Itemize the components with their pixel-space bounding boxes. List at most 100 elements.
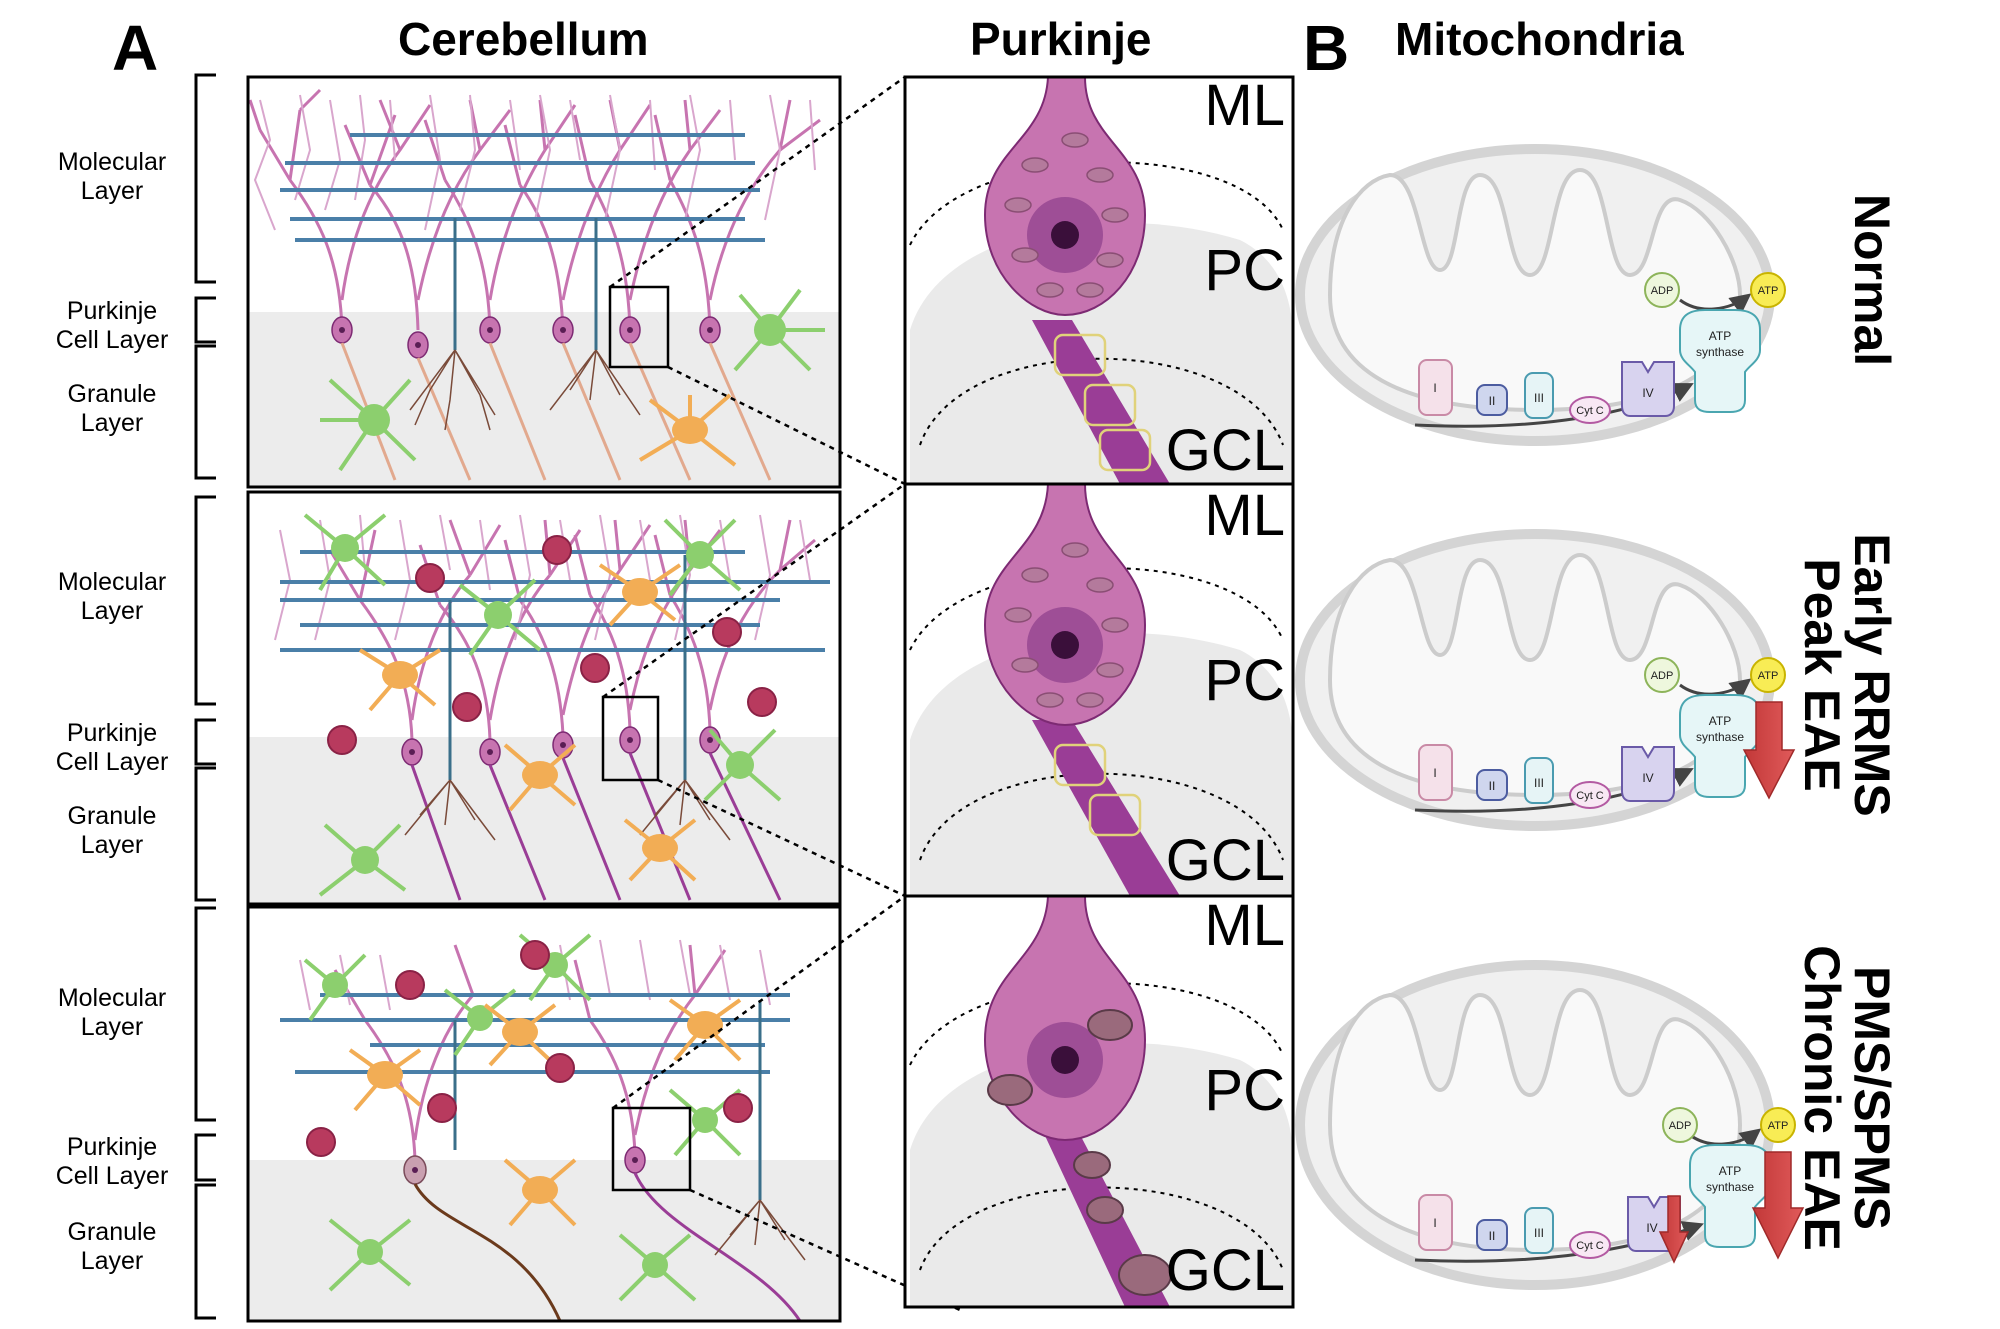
zoom-box [601,695,660,782]
complex-ii: II [1476,769,1508,801]
svg-text:synthase: synthase [1696,730,1744,744]
purkinje-somas [403,1146,646,1185]
svg-text:ATP: ATP [1719,1164,1741,1178]
svg-text:ATP: ATP [1709,714,1731,728]
cerebellum-frame [246,75,842,489]
purkinje-layer-label: Purkinje [67,1133,157,1161]
atp-molecule: ATP [1750,272,1786,308]
row-normal: Molecular Layer Purkinje Cell Layer Gran… [56,73,1900,489]
granule-layer-label-2: Layer [81,409,144,437]
layer-brackets [194,495,216,902]
svg-text:Cyt C: Cyt C [1576,405,1604,417]
adp-molecule: ADP [1644,657,1680,693]
cerebellum-panel-early [246,490,842,906]
svg-text:IV: IV [1642,771,1653,785]
svg-text:synthase: synthase [1706,1180,1754,1194]
complex-iv: IV [1621,361,1675,417]
svg-text:II: II [1489,1229,1496,1243]
pc-label: PC [1204,238,1285,303]
mitochondrion-progressive: I II III Cyt C IV ATP synthase [1295,960,1805,1290]
complex-i: I [1418,1194,1453,1251]
astrocytes [320,288,825,472]
purkinje-heading: Purkinje [970,13,1152,65]
molecular-layer-label-2: Layer [81,177,144,205]
condition-normal: Normal [1844,194,1900,366]
purkinje-layer-label: Purkinje [67,719,157,747]
svg-text:Cyt C: Cyt C [1576,1240,1604,1252]
molecular-layer-label-2: Layer [81,1013,144,1041]
purkinje-somas [331,316,721,359]
pc-label: PC [1204,648,1285,713]
atp-decrease-arrow [1742,701,1796,800]
purkinje-panel-early: ML PC GCL [903,482,1295,898]
complex-iii: III [1524,372,1554,419]
svg-text:II: II [1489,779,1496,793]
granule-layer-label: Granule [68,802,157,830]
row-early-rrms: Molecular Layer Purkinje Cell Layer Gran… [56,482,1900,906]
granule-layer-label-2: Layer [81,1247,144,1275]
purkinje-layer-label-2: Cell Layer [56,1162,169,1190]
complex-iv-decrease-arrow [1658,1195,1690,1264]
purkinje-layer-label-2: Cell Layer [56,748,169,776]
complex-iv: IV [1621,746,1675,802]
svg-text:IV: IV [1646,1221,1657,1235]
svg-text:ATP: ATP [1758,670,1779,682]
complex-ii: II [1476,384,1508,416]
granule-cells [714,1199,806,1261]
condition-early-line1: Early RRMS [1844,533,1900,816]
pc-label: PC [1204,1058,1285,1123]
svg-text:III: III [1534,776,1544,790]
complex-iii: III [1524,757,1554,804]
purkinje-axon [1032,320,1170,484]
parallel-fibers [280,550,830,652]
svg-text:ADP: ADP [1651,670,1674,682]
ml-label: ML [1204,73,1285,138]
svg-text:ATP: ATP [1768,1120,1789,1132]
microglia [358,563,697,882]
microglia [348,998,742,1227]
condition-progressive-line2: Chronic EAE [1794,945,1850,1251]
condition-early-line2: Peak EAE [1794,558,1850,791]
atp-molecule: ATP [1750,657,1786,693]
atp-synthase: ATP synthase [1679,694,1761,798]
atp-synthase: ATP synthase [1679,309,1761,413]
molecular-layer-label: Molecular [58,148,166,176]
svg-text:I: I [1433,1216,1436,1230]
layer-brackets [194,73,216,480]
swollen-mitochondria [987,1009,1172,1296]
svg-text:III: III [1534,1226,1544,1240]
purkinje-layer-label: Purkinje [67,297,157,325]
immune-cells [327,535,777,755]
svg-text:synthase: synthase [1696,345,1744,359]
cytochrome-c: Cyt C [1569,396,1611,424]
cerebellum-heading: Cerebellum [398,13,649,65]
svg-text:II: II [1489,394,1496,408]
purkinje-layer-label-2: Cell Layer [56,326,169,354]
zoom-connector [602,482,906,898]
molecular-layer-label: Molecular [58,984,166,1012]
panel-b-letter: B [1303,12,1349,84]
granule-cells [409,349,641,431]
granule-layer-label: Granule [68,1218,157,1246]
immune-cells [306,940,753,1157]
cytochrome-c: Cyt C [1569,781,1611,809]
svg-text:I: I [1433,381,1436,395]
atp-molecule: ATP [1760,1107,1796,1143]
atp-decrease-arrow [1751,1151,1805,1260]
purkinje-frame [903,894,1295,1309]
purkinje-axon [1032,720,1180,896]
cerebellum-panel-normal [246,75,842,489]
mitochondria-heading: Mitochondria [1395,13,1684,65]
climbing-fibers [453,218,598,350]
nucleolus [1051,631,1079,659]
astrocytes [303,513,782,897]
degenerating-axon [413,1183,562,1322]
svg-text:III: III [1534,391,1544,405]
cerebellum-frame [246,905,842,1323]
cerebellum-panel-progressive [246,905,842,1323]
climbing-fibers [453,1000,762,1200]
svg-text:ADP: ADP [1651,285,1674,297]
complex-ii: II [1476,1219,1508,1251]
purkinje-panel-normal: ML PC GCL [903,73,1295,486]
